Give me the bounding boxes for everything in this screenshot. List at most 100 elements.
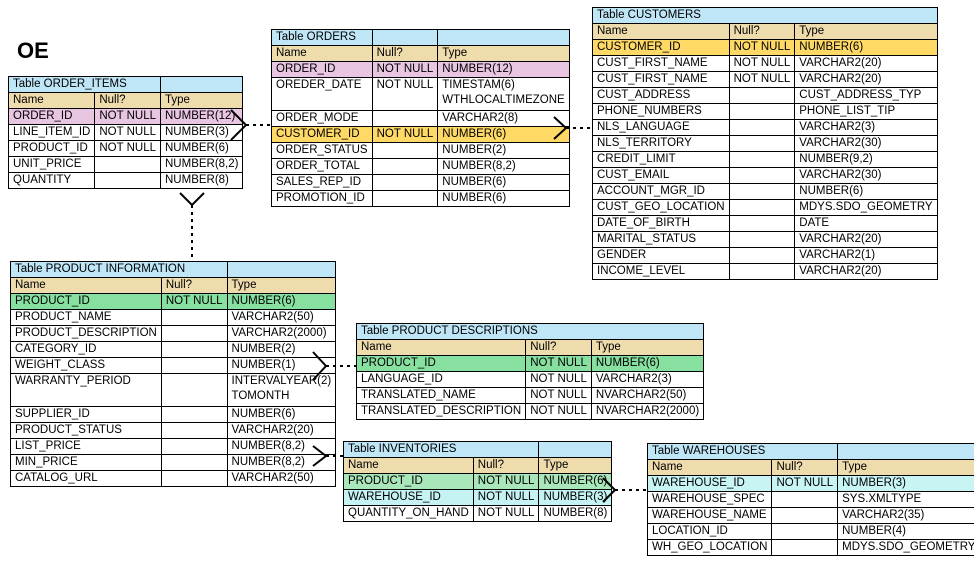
column-name: PHONE_NUMBERS bbox=[592, 103, 730, 120]
column-header-null: Null? bbox=[525, 339, 592, 356]
column-header-name: Name bbox=[10, 277, 162, 294]
column-null: NOT NULL bbox=[525, 371, 592, 388]
column-type: INTERVALYEAR(2)TOMONTH bbox=[226, 373, 337, 407]
table-row: CUSTOMER_ID NOT NULL NUMBER(6) bbox=[271, 126, 570, 143]
table-row: TRANSLATED_DESCRIPTION NOT NULL NVARCHAR… bbox=[355, 403, 705, 420]
column-name: SALES_REP_ID bbox=[271, 174, 373, 191]
column-name: CUSTOMER_ID bbox=[592, 39, 730, 56]
column-type: NUMBER(6) bbox=[226, 293, 337, 310]
schema-label: OE bbox=[17, 38, 49, 63]
table-warehouses: Table WAREHOUSES Name Null? Type WAREHOU… bbox=[646, 443, 974, 556]
table-title: Table WAREHOUSES bbox=[646, 443, 839, 460]
table-row: LOCATION_ID NUMBER(4) bbox=[646, 523, 974, 540]
column-name: CUST_FIRST_NAME bbox=[592, 55, 730, 72]
column-type: VARCHAR2(20) bbox=[226, 422, 337, 439]
table-row: QUANTITY_ON_HAND NOT NULL NUMBER(8) bbox=[343, 505, 613, 522]
table-order-items: Table ORDER_ITEMS Name Null? Type ORDER_… bbox=[7, 76, 244, 189]
table-title: Table ORDER_ITEMS bbox=[8, 76, 161, 93]
column-type-line1: TIMESTAM(6) bbox=[442, 79, 515, 91]
column-header-type: Type bbox=[837, 459, 974, 476]
column-type: VARCHAR2(1) bbox=[794, 247, 938, 264]
column-header-type: Type bbox=[226, 277, 337, 294]
column-name: DATE_OF_BIRTH bbox=[592, 215, 730, 232]
column-name: NLS_TERRITORY bbox=[592, 135, 730, 152]
column-type: VARCHAR2(3) bbox=[794, 119, 938, 136]
table-row: LINE_ITEM_ID NOT NULL NUMBER(3) bbox=[7, 124, 244, 141]
column-null bbox=[728, 215, 796, 232]
table-row: PRODUCT_STATUS VARCHAR2(20) bbox=[10, 422, 337, 439]
column-name: OREDER_DATE bbox=[271, 77, 373, 111]
table-customers: Table CUSTOMERS Name Null? Type CUSTOMER… bbox=[592, 7, 938, 280]
table-row: WH_GEO_LOCATION MDYS.SDO_GEOMETRY bbox=[646, 539, 974, 556]
column-name: PROMOTION_ID bbox=[271, 190, 373, 207]
column-null bbox=[160, 406, 228, 423]
column-type: NUMBER(3) bbox=[837, 475, 974, 492]
table-row: PROMOTION_ID NUMBER(6) bbox=[271, 190, 570, 207]
column-null bbox=[94, 172, 161, 189]
column-header-name: Name bbox=[271, 45, 373, 62]
column-type: NUMBER(4) bbox=[837, 523, 974, 540]
column-type: NUMBER(6) bbox=[437, 190, 570, 207]
column-null bbox=[160, 470, 228, 487]
column-header-null: Null? bbox=[472, 457, 540, 474]
column-null bbox=[160, 309, 228, 326]
table-row: WAREHOUSE_NAME VARCHAR2(35) bbox=[646, 507, 974, 524]
column-null: NOT NULL bbox=[371, 126, 439, 143]
table-row: UNIT_PRICE NUMBER(8,2) bbox=[7, 156, 244, 173]
column-name: LIST_PRICE bbox=[10, 438, 162, 455]
column-name: CREDIT_LIMIT bbox=[592, 151, 730, 168]
table-product-information: Table PRODUCT INFORMATION Name Null? Typ… bbox=[10, 261, 337, 487]
column-type: NUMBER(8,2) bbox=[437, 158, 570, 175]
table-row: LANGUAGE_ID NOT NULL VARCHAR2(3) bbox=[355, 371, 705, 388]
column-type: VARCHAR2(30) bbox=[794, 167, 938, 184]
column-null: NOT NULL bbox=[728, 39, 796, 56]
column-type: SYS.XMLTYPE bbox=[837, 491, 974, 508]
column-null: NOT NULL bbox=[160, 293, 228, 310]
column-name: PRODUCT_ID bbox=[355, 355, 527, 372]
table-row: ORDER_TOTAL NUMBER(8,2) bbox=[271, 158, 570, 175]
column-null bbox=[371, 142, 439, 159]
column-null bbox=[160, 357, 228, 374]
column-null bbox=[728, 231, 796, 248]
relationship-order-items-product-information bbox=[179, 192, 205, 261]
table-row: PHONE_NUMBERS PHONE_LIST_TIP bbox=[592, 103, 938, 120]
column-header-name: Name bbox=[355, 339, 527, 356]
column-name: CUST_ADDRESS bbox=[592, 87, 730, 104]
table-title: Table PRODUCT DESCRIPTIONS bbox=[355, 323, 705, 340]
column-type: NUMBER(2) bbox=[437, 142, 570, 159]
column-name: NLS_LANGUAGE bbox=[592, 119, 730, 136]
table-row: WEIGHT_CLASS NUMBER(1) bbox=[10, 357, 337, 374]
column-type-line2: TOMONTH bbox=[231, 390, 290, 402]
table-row: PRODUCT_ID NOT NULL NUMBER(6) bbox=[343, 473, 613, 490]
table-row: CUST_EMAIL VARCHAR2(30) bbox=[592, 167, 938, 184]
table-row: NLS_TERRITORY VARCHAR2(30) bbox=[592, 135, 938, 152]
column-header-null: Null? bbox=[371, 45, 439, 62]
column-null: NOT NULL bbox=[94, 124, 161, 141]
table-row: CATALOG_URL VARCHAR2(50) bbox=[10, 470, 337, 487]
table-row: DATE_OF_BIRTH DATE bbox=[592, 215, 938, 232]
column-header-name: Name bbox=[7, 92, 96, 109]
table-row: LIST_PRICE NUMBER(8,2) bbox=[10, 438, 337, 455]
table-title: Table ORDERS bbox=[271, 29, 373, 46]
column-name: UNIT_PRICE bbox=[7, 156, 96, 173]
column-name: MARITAL_STATUS bbox=[592, 231, 730, 248]
column-name: WAREHOUSE_ID bbox=[646, 475, 773, 492]
column-null: NOT NULL bbox=[472, 473, 540, 490]
table-row: CUSTOMER_ID NOT NULL NUMBER(6) bbox=[592, 39, 938, 56]
column-null: NOT NULL bbox=[94, 140, 161, 157]
column-type: NUMBER(3) bbox=[159, 124, 244, 141]
column-header-name: Name bbox=[646, 459, 773, 476]
column-name: GENDER bbox=[592, 247, 730, 264]
column-name: PRODUCT_DESCRIPTION bbox=[10, 325, 162, 342]
column-type: CUST_ADDRESS_TYP bbox=[794, 87, 938, 104]
column-null: NOT NULL bbox=[371, 77, 439, 111]
table-row: PRODUCT_ID NOT NULL NUMBER(6) bbox=[7, 140, 244, 157]
column-null bbox=[160, 422, 228, 439]
column-null bbox=[160, 438, 228, 455]
column-null: NOT NULL bbox=[525, 387, 592, 404]
column-type: NUMBER(6) bbox=[794, 183, 938, 200]
column-name: LINE_ITEM_ID bbox=[7, 124, 96, 141]
column-type: NUMBER(12) bbox=[437, 61, 570, 78]
column-name: PRODUCT_STATUS bbox=[10, 422, 162, 439]
